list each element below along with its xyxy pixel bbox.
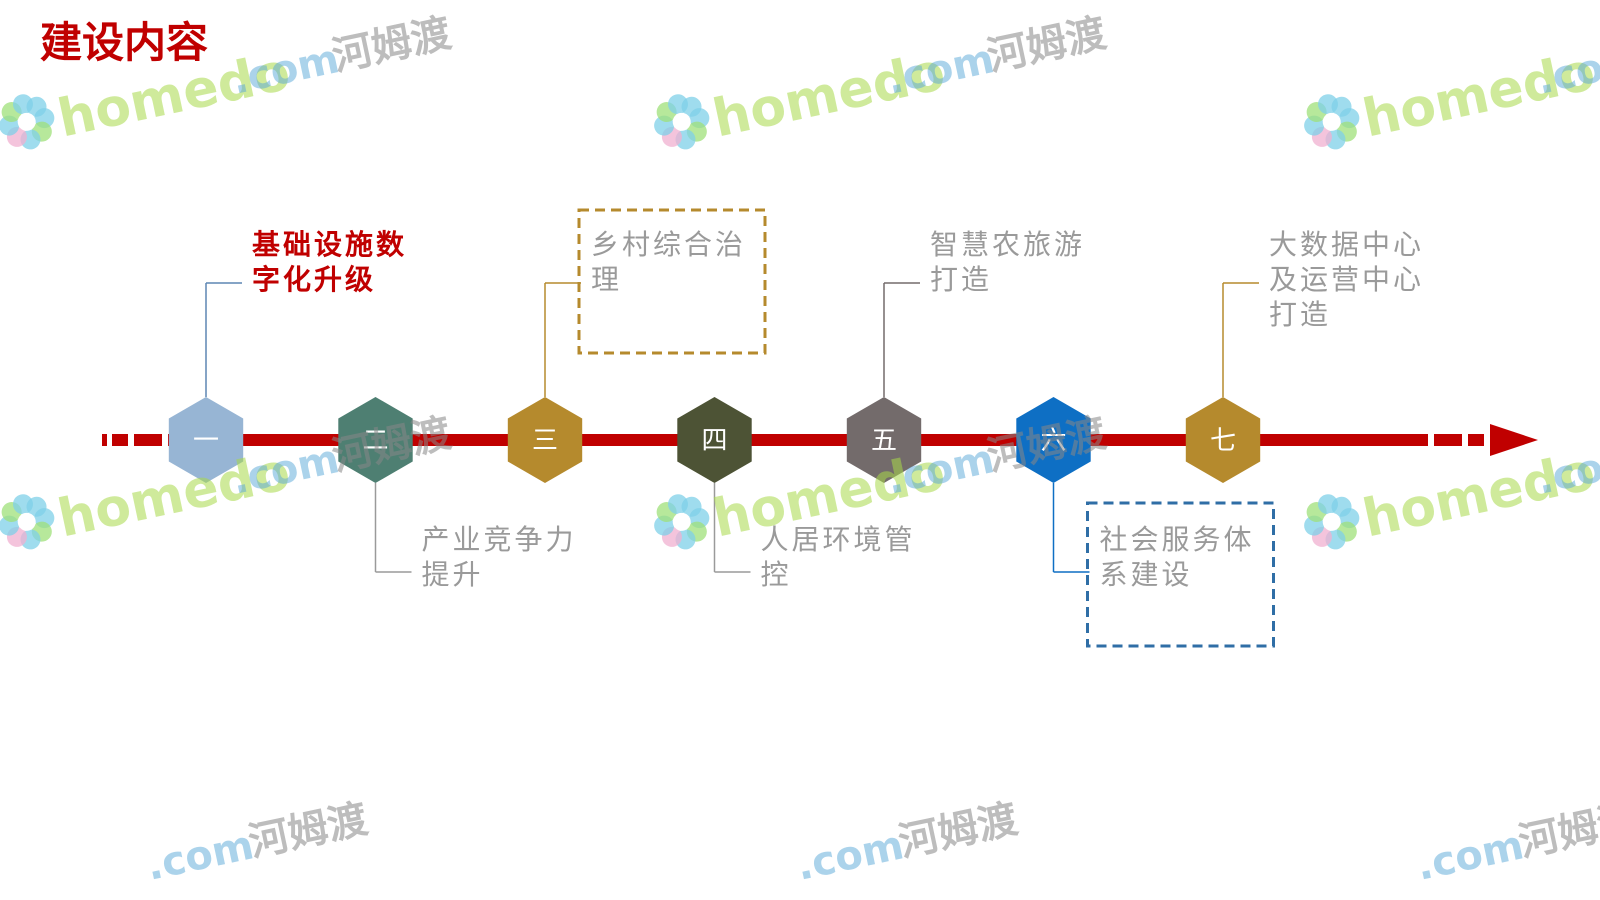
node-hexagon	[507, 397, 583, 483]
node-hexagon	[677, 397, 752, 483]
node-hexagon	[1016, 397, 1091, 483]
node-label-line: 基础设施数	[252, 228, 408, 261]
watermark-cn: 河姆渡	[245, 796, 372, 866]
watermark-cn: 河姆渡	[895, 796, 1022, 866]
node-number: 二	[362, 426, 388, 456]
watermark-cn: 河姆渡	[983, 10, 1110, 80]
watermark-flower-icon	[1304, 94, 1360, 150]
node-label-line: 打造	[1269, 298, 1332, 331]
node-dashed-box	[577, 208, 767, 355]
node-label-line: 字化升级	[252, 263, 377, 296]
node-number: 六	[1040, 426, 1066, 456]
node-label-line: 人居环境管	[760, 523, 916, 556]
node-label: 产业竞争力提升	[422, 522, 577, 592]
watermark-domain: .com	[1413, 822, 1528, 889]
node-label: 乡村综合治理	[591, 227, 746, 297]
node-hexagon	[1185, 397, 1261, 483]
axis-head-dash	[1434, 434, 1462, 446]
axis-arrow-head	[1490, 424, 1538, 456]
axis-tail-dash	[112, 434, 128, 446]
node-label-line: 产业竞争力	[421, 523, 577, 556]
node-label-line: 智慧农旅游	[930, 228, 1086, 261]
slide-title: 建设内容	[40, 18, 209, 67]
watermark-flower-icon	[1304, 494, 1360, 550]
node-label-line: 系建设	[1099, 558, 1193, 591]
node-label-line: 控	[760, 558, 792, 591]
node-label-line: 理	[591, 263, 623, 296]
axis-head-dash	[1468, 434, 1484, 446]
watermark-cn: 河姆渡	[328, 10, 455, 80]
watermark-cn: 河姆渡	[1515, 796, 1600, 866]
watermark-domain: .com	[793, 822, 908, 889]
node-number: 一	[193, 426, 219, 456]
node-label: 智慧农旅游打造	[930, 227, 1085, 297]
node-label-line: 提升	[421, 558, 484, 591]
node-label-line: 打造	[930, 263, 993, 296]
node-label: 社会服务体系建设	[1100, 522, 1255, 592]
node-dashed-box	[1086, 501, 1275, 648]
node-label-line: 大数据中心	[1269, 228, 1425, 261]
node-label-line: 社会服务体	[1099, 523, 1255, 556]
watermark-domain: .com	[143, 822, 258, 889]
watermark-flower-icon	[654, 94, 710, 150]
node-number: 七	[1210, 426, 1236, 456]
node-label-line: 乡村综合治	[591, 228, 747, 261]
node-label: 大数据中心及运营中心打造	[1269, 227, 1424, 332]
watermark-flower-icon	[0, 94, 55, 150]
node-hexagon	[168, 397, 244, 483]
node-hexagon	[846, 397, 922, 483]
node-hexagon	[338, 397, 413, 483]
node-label: 基础设施数字化升级	[252, 227, 407, 297]
node-label-line: 及运营中心	[1269, 263, 1425, 296]
node-label: 人居环境管控	[761, 522, 916, 592]
node-number: 四	[701, 426, 727, 456]
axis-tail-dash	[134, 434, 162, 446]
axis-line	[168, 434, 1428, 446]
node-number: 五	[871, 426, 897, 456]
watermark-flower-icon	[0, 494, 55, 550]
node-number: 三	[532, 426, 558, 456]
watermark-flower-icon	[654, 494, 710, 550]
axis-tail-dash	[102, 434, 107, 446]
